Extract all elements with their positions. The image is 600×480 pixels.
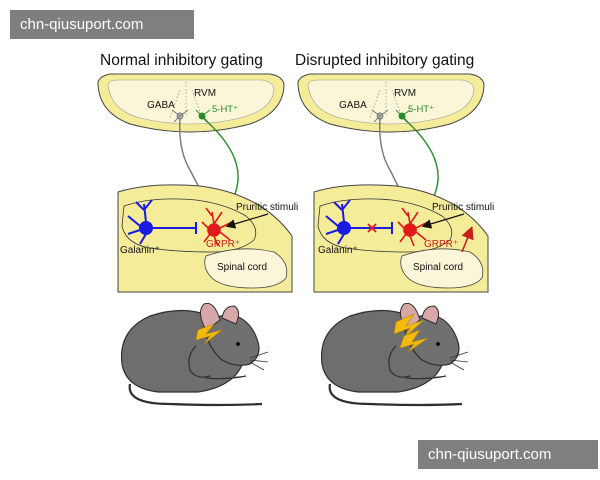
watermark-top: chn-qiusuport.com [10,10,194,39]
pruritic-stimuli-label: Pruritic stimuli [432,202,494,213]
mouse-disrupted [320,302,469,407]
spinal-cord-label: Spinal cord [413,262,463,273]
gaba-label: GABA [147,100,175,111]
grpr-neuron [397,207,429,247]
itch-flash [195,323,223,345]
rvm-label: RVM [394,88,416,99]
serotonin-label: 5-HT⁺ [408,104,434,115]
increase-arrow-icon [461,226,474,253]
galanin-neuron [325,199,392,245]
panel-title-disrupted: Disrupted inhibitory gating [295,52,475,69]
galanin-label: Galanin⁺ [318,245,358,256]
grpr-neuron [201,207,233,247]
pruritic-arrow [421,213,465,229]
spinal-cord-label: Spinal cord [217,262,267,273]
itch-flash [399,329,429,353]
gaba-label: GABA [339,100,367,111]
galanin-label: Galanin⁺ [120,245,160,256]
serotonin-label: 5-HT⁺ [212,104,238,115]
blocked-inhibition-icon [367,223,377,233]
watermark-bottom: chn-qiusuport.com [418,440,598,469]
mouse-normal [120,302,269,407]
panel-normal: RVM GABA 5-HT⁺ Spinal cord Galanin⁺ [97,73,298,407]
pruritic-stimuli-label: Pruritic stimuli [236,202,298,213]
itch-flash [393,313,425,339]
rvm-label: RVM [194,88,216,99]
grpr-label: GRPR⁺ [206,239,240,250]
panel-disrupted: RVM GABA 5-HT⁺ Spinal cord Galanin⁺ [297,73,494,407]
galanin-neuron [127,199,196,245]
pruritic-arrow [225,213,269,229]
panel-title-normal: Normal inhibitory gating [100,52,263,69]
grpr-label: GRPR⁺ [424,239,458,250]
